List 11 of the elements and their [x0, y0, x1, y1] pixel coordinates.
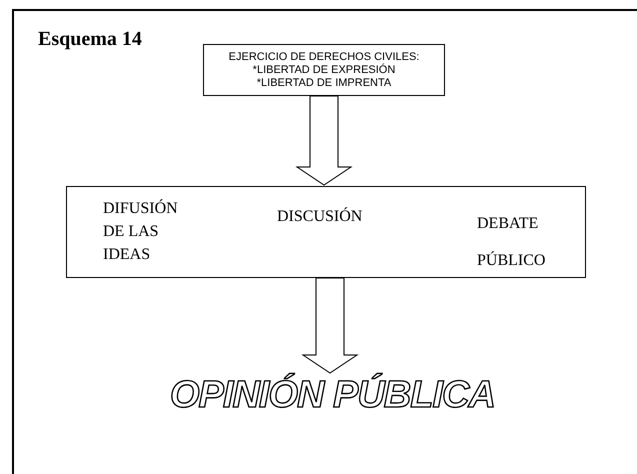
block-arrow [295, 96, 353, 186]
process-label: DIFUSIÓN DE LAS IDEAS [103, 198, 179, 265]
process-box [66, 186, 586, 278]
list-item: *LIBERTAD DE IMPRENTA [256, 77, 392, 90]
process-label: DEBATE PÚBLICO [477, 214, 546, 271]
list-item: *LIBERTAD DE EXPRESIÓN [252, 64, 396, 77]
diagram-title: Esquema 14 [38, 28, 142, 51]
rights-box [203, 44, 445, 96]
process-label: DISCUSIÓN [277, 206, 364, 227]
block-arrow [301, 278, 359, 374]
box-heading: EJERCICIO DE DERECHOS CIVILES: [228, 51, 420, 64]
